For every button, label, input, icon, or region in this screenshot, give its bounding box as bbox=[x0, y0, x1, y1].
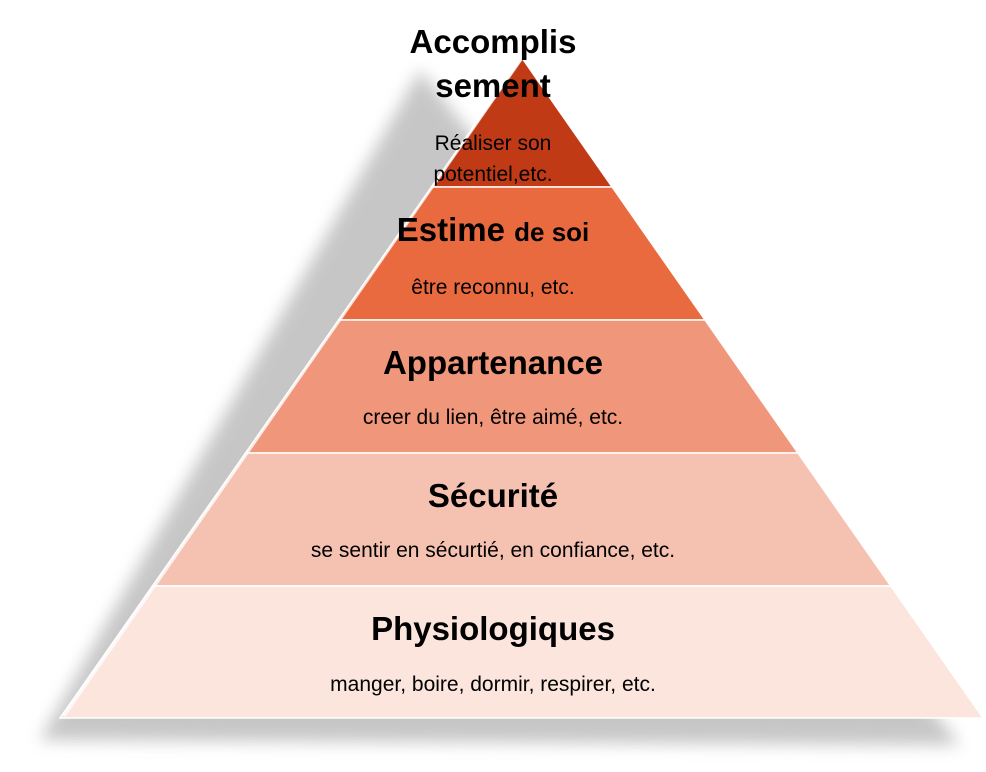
level-5-subtitle: manger, boire, dormir, respirer, etc. bbox=[330, 673, 656, 696]
level-1-subtitle-line-2: potentiel,etc. bbox=[433, 163, 553, 186]
level-2-subtitle: être reconnu, etc. bbox=[411, 276, 575, 299]
level-2-title-main: Estime bbox=[396, 211, 505, 248]
level-2-title-rest: de soi bbox=[514, 217, 590, 247]
level-1-title-line-1: Accomplis bbox=[409, 23, 577, 60]
level-3-title: Appartenance bbox=[382, 344, 604, 381]
level-1-subtitle-line-1: Réaliser son bbox=[434, 132, 552, 155]
pyramid-level-5 bbox=[58, 585, 985, 719]
level-4-title: Sécurité bbox=[427, 477, 559, 514]
level-2-title: Estime de soi bbox=[0, 212, 986, 250]
level-1-title-line-2: sement bbox=[435, 67, 551, 104]
level-3-subtitle: creer du lien, être aimé, etc. bbox=[362, 406, 624, 429]
pyramid-level-4 bbox=[150, 452, 893, 587]
pyramid-level-3 bbox=[244, 319, 800, 454]
level-4-subtitle: se sentir en sécurtié, en confiance, etc… bbox=[310, 539, 676, 562]
level-5-title: Physiologiques bbox=[371, 610, 615, 647]
pyramid-edge-highlight bbox=[62, 57, 524, 717]
